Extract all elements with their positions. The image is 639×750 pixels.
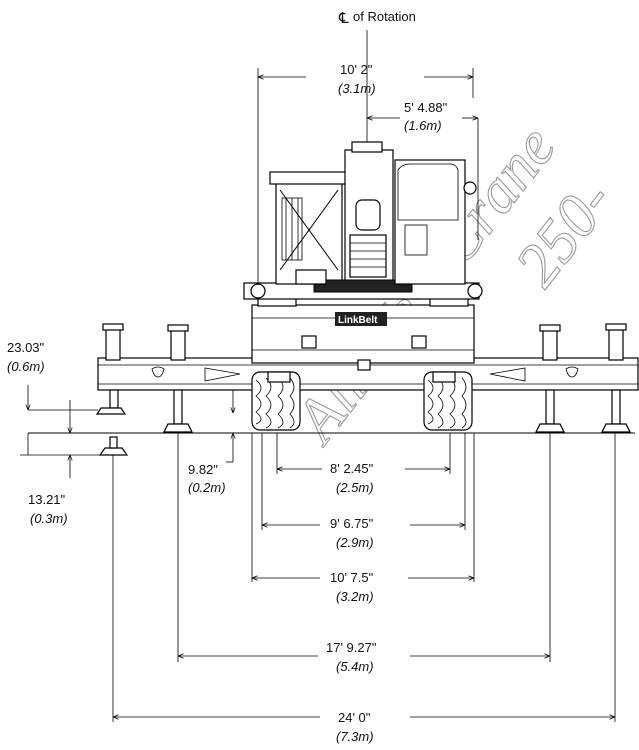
dimensions: 10' 2" (3.1m) 5' 4.88" (1.6m) 23.03" (0.… — [7, 62, 616, 744]
outrigger-jack-right-inner — [535, 324, 565, 433]
dim-rotation-offset: 5' 4.88" (1.6m) — [367, 100, 479, 240]
dim-ground-clear-metric: (0.2m) — [188, 480, 226, 495]
centerline-symbol: ℄ — [338, 10, 349, 27]
dim-pad-drop: 13.21" (0.3m) — [20, 400, 100, 526]
track-right — [423, 371, 473, 431]
upper-works — [243, 141, 483, 300]
dim-track-width-imperial: 9' 6.75" — [330, 516, 374, 531]
dim-carbody-width-imperial: 10' 7.5" — [330, 570, 374, 585]
dim-top-width-imperial: 10' 2" — [340, 62, 373, 77]
dim-ground-clear-imperial: 9.82" — [188, 462, 218, 477]
dim-inner-outrigger-metric: (5.4m) — [336, 659, 374, 674]
dim-pad-drop-metric: (0.3m) — [30, 511, 68, 526]
outrigger-jack-left-outer — [95, 323, 129, 456]
outrigger-jack-right-outer — [601, 323, 631, 433]
dim-deck-height-imperial: 23.03" — [7, 340, 45, 355]
carbody: LinkBelt — [251, 295, 475, 371]
brand-logo-text: LinkBelt — [338, 315, 378, 326]
outrigger-jack-left-inner — [163, 324, 193, 433]
dim-carbody-width-metric: (3.2m) — [336, 589, 374, 604]
dim-deck-height: 23.03" (0.6m) — [7, 340, 98, 455]
dim-inner-outrigger: 17' 9.27" (5.4m) — [177, 433, 551, 674]
dim-track-width-metric: (2.9m) — [336, 535, 374, 550]
dim-track-width: 9' 6.75" (2.9m) — [261, 433, 466, 550]
dim-track-gauge-imperial: 8' 2.45" — [330, 461, 374, 476]
dim-rotation-offset-metric: (1.6m) — [404, 118, 442, 133]
dim-top-width: 10' 2" (3.1m) — [257, 62, 474, 285]
brand-logo: LinkBelt — [335, 312, 387, 326]
dim-inner-outrigger-imperial: 17' 9.27" — [326, 640, 377, 655]
dim-deck-height-metric: (0.6m) — [7, 359, 45, 374]
dim-carbody-width: 10' 7.5" (3.2m) — [251, 433, 475, 604]
dim-rotation-offset-imperial: 5' 4.88" — [404, 100, 448, 115]
dim-outer-outrigger-imperial: 24' 0" — [338, 710, 371, 725]
dim-top-width-metric: (3.1m) — [338, 81, 376, 96]
dim-outer-outrigger-metric: (7.3m) — [336, 729, 374, 744]
track-left — [251, 371, 301, 431]
dim-pad-drop-imperial: 13.21" — [28, 492, 66, 507]
dim-track-gauge-metric: (2.5m) — [336, 480, 374, 495]
centerline-title: of Rotation — [353, 9, 416, 24]
dim-outer-outrigger: 24' 0" (7.3m) — [112, 433, 616, 744]
dim-ground-clear: 9.82" (0.2m) — [188, 390, 233, 495]
dim-track-gauge: 8' 2.45" (2.5m) — [276, 433, 451, 495]
